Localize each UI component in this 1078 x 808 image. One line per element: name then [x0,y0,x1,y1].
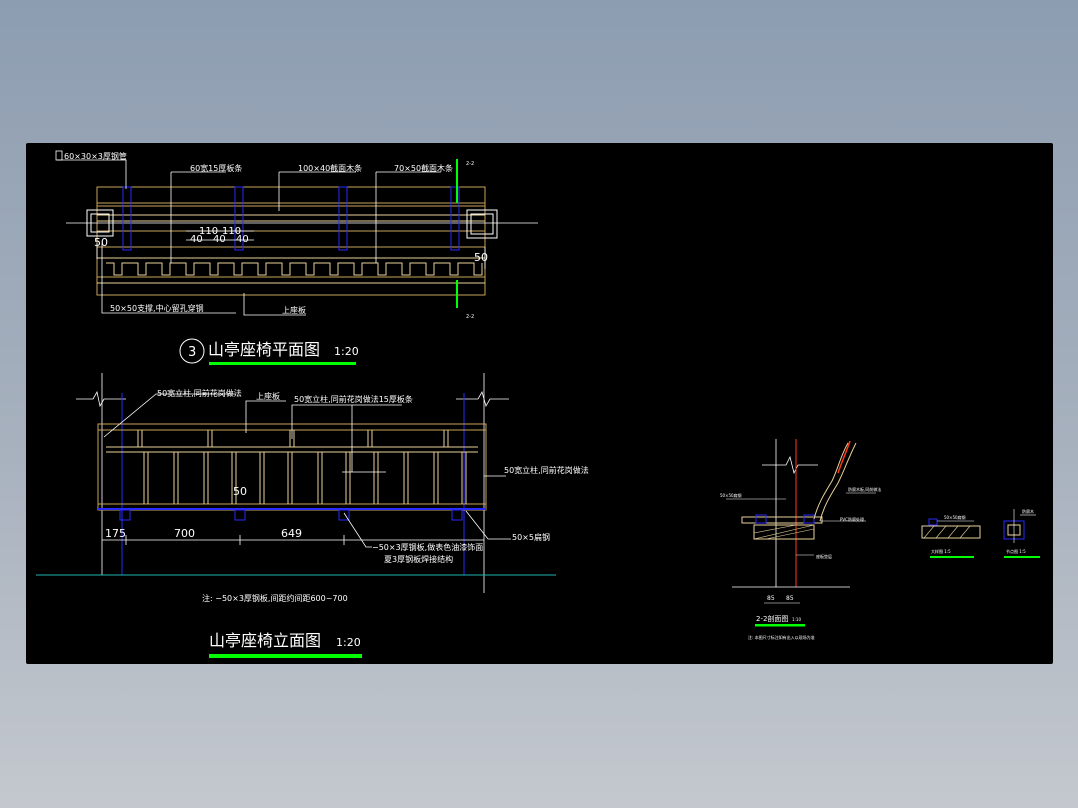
detail-left-board [921,525,981,539]
plan-post-right [466,209,498,239]
plan-note-top: 上座板 [282,305,306,315]
plan-title-marker: 3 [188,345,196,360]
section-title-scale: 1:10 [792,617,801,622]
detail-left-hatch-1 [923,525,935,539]
elev-title-scale: 1:20 [336,636,361,649]
pipe-square-icon [55,150,63,161]
elev-dim-50: 50 [233,485,247,498]
details-view: 50×50扁钢 大样图 1:5 防腐木 节点图 1:5 [921,508,1040,558]
elev-leader-slat [291,404,402,439]
section-hatch-2 [765,528,815,540]
elev-post-2 [234,509,246,521]
plan-leader-top [243,293,306,316]
detail-right-underline [1004,556,1040,558]
section-title-underline [755,624,805,627]
elev-title: 山亭座椅立面图 [209,631,321,650]
section-title: 2-2剖面图 [756,614,788,623]
elev-title-underline [209,654,362,658]
plan-note-pipe: 60×30×3厚钢管 [64,151,127,161]
detail-left-underline [930,556,974,558]
elev-footnote: 注: −50×3厚钢板,间距约间距600~700 [202,593,348,603]
plan-dim-50-left: 50 [94,236,108,249]
section-dim-a: 85 [767,595,775,602]
plan-dim-40b: 40 [213,234,226,245]
plan-dim-50-right: 50 [474,251,488,264]
elev-note-plate2: 夏3厚钢板焊接结构 [384,554,453,564]
section-view: 50×50扁钢 防腐木板,同前做法 PVC防腐处理 座板垫层 85 85 2-2… [720,439,881,640]
detail-left-hatch-4 [959,525,971,539]
section-hatch-3 [753,524,797,534]
elev-dim-649: 649 [281,527,302,540]
elev-dim-175: 175 [105,527,126,540]
elev-note-top: 上座板 [256,391,280,401]
cad-drawing: 2-2 2-2 60×30×3厚钢管 60宽15厚板条 100×40截面木条 7… [36,150,1040,658]
plan-leader-support [101,243,236,314]
detail-left-hatch-2 [935,525,947,539]
section-note-a: 50×50扁钢 [720,492,742,498]
section-steel-2 [803,514,815,524]
section-steel-1 [755,514,767,524]
section-back-2 [819,442,857,522]
section-footnote: 注: 本图尺寸标注如有出入以现场为准 [748,634,815,640]
elev-note-steel: 50×5扁钢 [512,532,550,542]
plan-dim-110b: 110 [222,226,241,237]
plan-post-left-inner [90,213,110,233]
plan-title: 山亭座椅平面图 [208,340,320,359]
plan-leader-pipe [57,159,127,189]
plan-support-4 [450,186,460,251]
section-note-d: 座板垫层 [816,553,832,559]
section-note-b: 防腐木板,同前做法 [848,486,881,492]
elev-note-post: 50宽立柱,同前花岗做法 [157,388,242,398]
elev-post-4 [451,509,463,521]
plan-title-scale: 1:20 [334,345,359,358]
section-back-1 [813,442,849,520]
elev-leader-plate [343,512,372,548]
elev-dim-700: 700 [174,527,195,540]
section-seat-board [741,516,823,524]
elev-leader-steel [465,510,511,540]
plan-title-marker-circle [179,338,205,364]
plan-support-3 [338,186,348,251]
section-hatch-1 [753,524,815,540]
section-break [762,455,818,475]
plan-dim-40a: 40 [190,234,203,245]
elev-leader-top [245,400,286,433]
plan-post-right-inner [470,213,494,235]
plan-support-1 [122,186,132,251]
detail-right-note: 防腐木 [1022,508,1034,514]
plan-note-slat: 60宽15厚板条 [190,163,242,173]
plan-view: 2-2 2-2 60×30×3厚钢管 60宽15厚板条 100×40截面木条 7… [55,150,538,365]
section-note-c: PVC防腐处理 [840,516,864,522]
elev-note-plate: −50×3厚钢板,做表色油漆饰面 [372,542,483,552]
elevation-view: 50宽立柱,同前花岗做法 上座板 50宽立柱,同前花岗做法15厚板条 50宽立柱… [36,373,589,658]
section-base-block [753,524,815,540]
plan-note-support: 50×50支撑,中心留孔穿钢 [110,303,204,313]
detail-left-note: 50×50扁钢 [944,514,966,520]
elev-post-1 [119,509,131,521]
detail-right-title: 节点图 1:5 [1006,548,1026,554]
detail-left-title: 大样图 1:5 [931,548,951,554]
plan-section-label-top: 2-2 [466,161,474,167]
plan-title-underline [209,362,356,365]
plan-note-wood2: 70×50截面木条 [394,163,453,173]
elev-post-3 [338,509,350,521]
plan-dim-40c: 40 [236,234,249,245]
detail-left-steel [928,518,938,526]
plan-section-label-bottom: 2-2 [466,314,474,320]
plan-dim-110a: 110 [199,226,218,237]
section-dim-b: 85 [786,595,794,602]
detail-left-hatch-3 [947,525,959,539]
plan-post-left [86,209,114,237]
elev-slats [137,430,467,504]
plan-support-2 [234,186,244,251]
plan-outline [96,186,486,296]
plan-comb-teeth [106,262,483,276]
plan-note-wood: 100×40截面木条 [298,163,362,173]
section-back-red [837,440,851,474]
elev-note-slat: 50宽立柱,同前花岗做法15厚板条 [294,394,413,404]
cad-drawing-canvas[interactable]: 2-2 2-2 60×30×3厚钢管 60宽15厚板条 100×40截面木条 7… [26,143,1053,664]
elev-leader-post [103,393,236,438]
elev-note-right: 50宽立柱,同前花岗做法 [504,465,589,475]
elev-break-left [76,390,126,408]
